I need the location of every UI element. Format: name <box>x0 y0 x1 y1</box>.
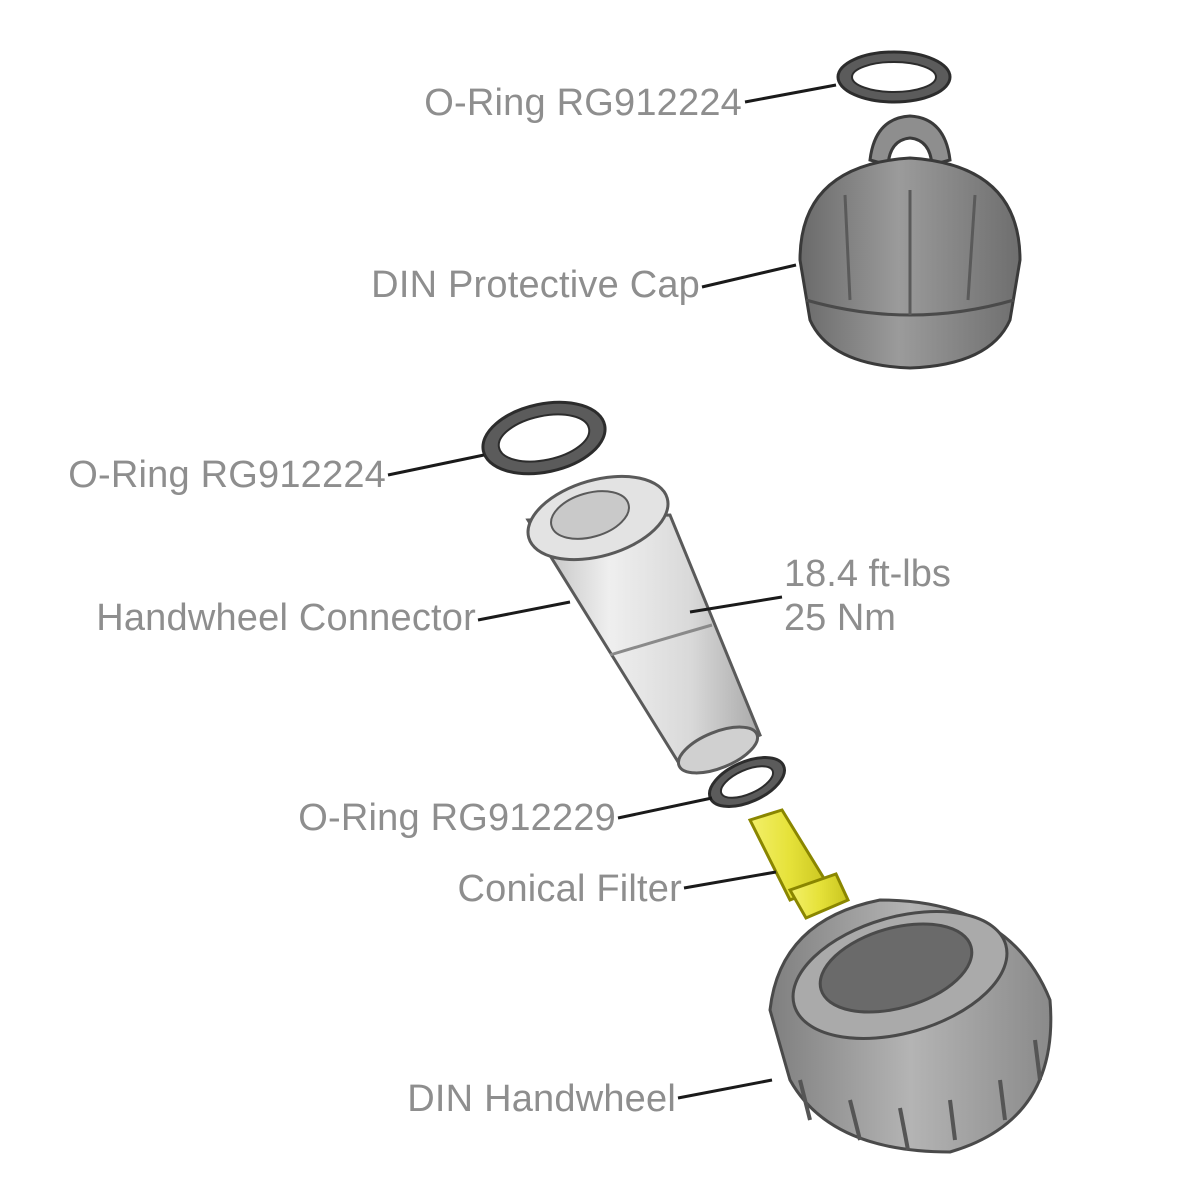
label-oring-top: O-Ring RG912224 <box>424 82 742 124</box>
leader-oring-middle <box>387 453 485 477</box>
label-oring-small: O-Ring RG912229 <box>298 797 616 839</box>
leader-oring-small <box>617 796 713 820</box>
oring-middle-part <box>481 400 607 476</box>
handwheel-part <box>768 898 1053 1154</box>
label-torque-imperial: 18.4 ft-lbs <box>784 553 951 595</box>
oring-top-part <box>836 50 952 104</box>
leader-torque <box>689 595 783 614</box>
label-protective-cap: DIN Protective Cap <box>371 264 700 306</box>
protective-cap-part <box>798 114 1022 370</box>
leader-oring-top <box>744 83 837 104</box>
label-conical-filter: Conical Filter <box>457 868 682 910</box>
oring-small-part <box>708 756 786 808</box>
label-torque-metric: 25 Nm <box>784 597 896 639</box>
conical-filter-part <box>747 808 851 920</box>
leader-protective-cap <box>701 263 797 289</box>
label-handwheel-connector: Handwheel Connector <box>96 597 476 639</box>
handwheel-connector-part <box>525 474 762 775</box>
label-handwheel: DIN Handwheel <box>407 1078 676 1120</box>
leader-handwheel-connector <box>477 600 571 622</box>
label-torque: 18.4 ft-lbs 25 Nm <box>784 552 951 640</box>
leader-lines <box>387 83 837 1100</box>
label-oring-middle: O-Ring RG912224 <box>68 454 386 496</box>
leader-conical-filter <box>683 870 777 890</box>
leader-handwheel <box>677 1078 773 1100</box>
